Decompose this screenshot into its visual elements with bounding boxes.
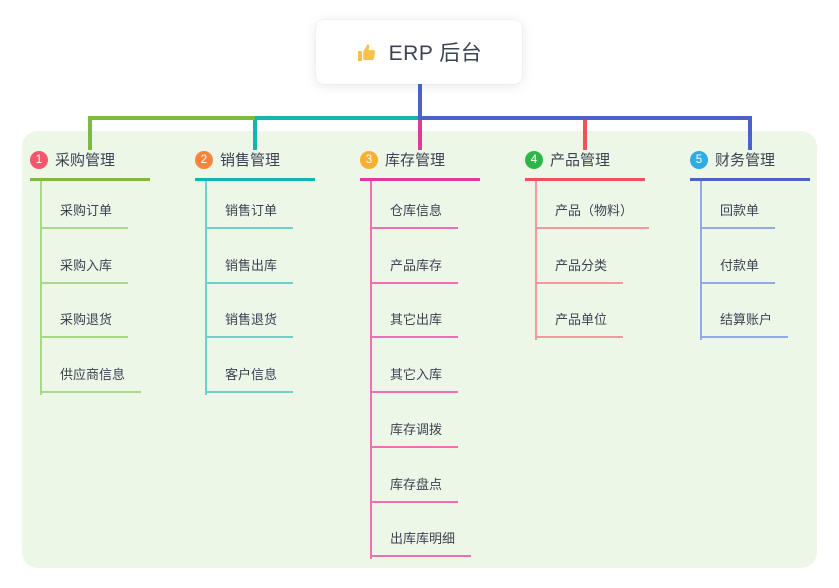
- branch-children-line-1: [40, 181, 42, 395]
- child-item-4-2[interactable]: 产品分类: [535, 257, 624, 284]
- child-item-2-1[interactable]: 销售订单: [205, 202, 294, 229]
- child-item-4-3[interactable]: 产品单位: [535, 311, 624, 338]
- connector-drop-2: [253, 116, 257, 150]
- child-item-2-2[interactable]: 销售出库: [205, 257, 294, 284]
- branch-children-line-3: [370, 181, 372, 559]
- root-title: ERP 后台: [388, 42, 483, 65]
- branch-header-5[interactable]: 5 财务管理: [690, 149, 810, 181]
- child-item-3-6[interactable]: 库存盘点: [370, 476, 459, 503]
- connector-drop-1: [88, 116, 92, 150]
- child-item-3-1[interactable]: 仓库信息: [370, 202, 459, 229]
- branch-children-line-4: [535, 181, 537, 340]
- branch-header-3[interactable]: 3 库存管理: [360, 149, 480, 181]
- branch-number-badge-1: 1: [30, 150, 48, 169]
- child-item-3-3[interactable]: 其它出库: [370, 311, 459, 338]
- branch-children-line-2: [205, 181, 207, 395]
- branch-header-2[interactable]: 2 销售管理: [195, 149, 315, 181]
- branch-label-5: 财务管理: [715, 152, 776, 169]
- connector-horizontal-blue: [420, 116, 752, 120]
- child-item-3-5[interactable]: 库存调拨: [370, 421, 459, 448]
- connector-drop-3: [418, 116, 422, 150]
- connector-horizontal-green: [88, 116, 255, 120]
- branch-header-4[interactable]: 4 产品管理: [525, 149, 645, 181]
- thumbs-up-icon: [356, 41, 379, 64]
- child-item-3-4[interactable]: 其它入库: [370, 366, 459, 393]
- connector-drop-5: [748, 116, 752, 150]
- branch-label-2: 销售管理: [220, 152, 281, 169]
- branch-number-badge-5: 5: [690, 150, 708, 169]
- child-item-1-3[interactable]: 采购退货: [40, 311, 129, 338]
- child-item-5-1[interactable]: 回款单: [700, 202, 776, 229]
- branch-number-badge-4: 4: [525, 150, 543, 169]
- branch-label-4: 产品管理: [550, 152, 611, 169]
- root-trunk-line: [418, 84, 422, 120]
- branch-number-badge-3: 3: [360, 150, 378, 169]
- connector-horizontal-teal: [255, 116, 420, 120]
- connector-drop-4: [583, 116, 587, 150]
- branch-number-badge-2: 2: [195, 150, 213, 169]
- branch-header-1[interactable]: 1 采购管理: [30, 149, 150, 181]
- child-item-3-7[interactable]: 出库库明细: [370, 530, 472, 557]
- child-item-3-2[interactable]: 产品库存: [370, 257, 459, 284]
- child-item-2-4[interactable]: 客户信息: [205, 366, 294, 393]
- branch-children-line-5: [700, 181, 702, 340]
- root-node[interactable]: ERP 后台: [316, 20, 522, 84]
- child-item-4-1[interactable]: 产品（物料）: [535, 202, 650, 229]
- child-item-1-4[interactable]: 供应商信息: [40, 366, 142, 393]
- child-item-1-1[interactable]: 采购订单: [40, 202, 129, 229]
- child-item-1-2[interactable]: 采购入库: [40, 257, 129, 284]
- branch-label-1: 采购管理: [55, 152, 116, 169]
- branches-panel: [22, 131, 817, 568]
- branch-label-3: 库存管理: [385, 152, 446, 169]
- child-item-2-3[interactable]: 销售退货: [205, 311, 294, 338]
- child-item-5-3[interactable]: 结算账户: [700, 311, 789, 338]
- child-item-5-2[interactable]: 付款单: [700, 257, 776, 284]
